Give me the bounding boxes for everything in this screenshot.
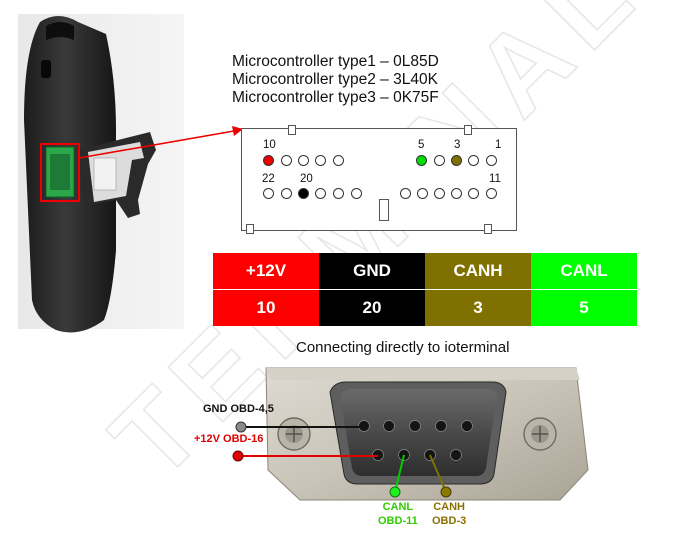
pin-label-11: 11: [489, 173, 501, 185]
wire-12v: [232, 450, 378, 462]
pin: [417, 188, 428, 199]
pin: [298, 155, 309, 166]
pin-22: [263, 188, 274, 199]
pin-label-10: 10: [263, 139, 276, 151]
label-canh-title: CANH: [433, 501, 465, 513]
pin: [434, 188, 445, 199]
pin: [486, 155, 497, 166]
pin: [434, 155, 445, 166]
wire-canl: [389, 454, 405, 498]
value-canl: 5: [531, 289, 637, 326]
label-canh-pin: OBD-3: [432, 515, 467, 527]
value-gnd: 20: [319, 289, 425, 326]
connector-tab-top-right: [464, 125, 472, 135]
label-canl-title: CANL: [382, 501, 414, 513]
pin-label-3: 3: [454, 139, 461, 151]
label-gnd: GND OBD-4,5: [203, 403, 274, 415]
pin-20: [298, 188, 309, 199]
label-canl-pin: OBD-11: [378, 515, 418, 527]
pin-5: [416, 155, 427, 166]
connector-tab-bottom-left: [246, 224, 254, 234]
header-canh: CANH: [425, 253, 531, 290]
pin-3: [451, 155, 462, 166]
pin: [281, 155, 292, 166]
pin-label-5: 5: [418, 139, 425, 151]
pointer-arrow: [78, 126, 243, 159]
connector-key: [379, 199, 389, 221]
mirror-photo: [18, 14, 184, 333]
pin-assignment-table: +12V GND CANH CANL 10 20 3 5: [213, 253, 637, 326]
label-12v: +12V OBD-16: [194, 433, 264, 445]
pin-11: [486, 188, 497, 199]
pin: [281, 188, 292, 199]
pin: [333, 155, 344, 166]
pin: [468, 188, 479, 199]
header-12v: +12V: [213, 253, 319, 290]
table-header-row: +12V GND CANH CANL: [213, 253, 637, 290]
wire-gnd: [235, 421, 364, 433]
pin: [451, 188, 462, 199]
pin: [333, 188, 344, 199]
caption: Connecting directly to ioterminal: [296, 339, 510, 356]
pin-label-22: 22: [262, 173, 275, 185]
microcontroller-type1: Microcontroller type1 – 0L85D: [232, 53, 439, 70]
pin: [468, 155, 479, 166]
value-canh: 3: [425, 289, 531, 326]
pin-label-1: 1: [495, 139, 502, 151]
microcontroller-list: Microcontroller type1 – 0L85D Microcontr…: [232, 53, 439, 107]
connector-tab-top-left: [288, 125, 296, 135]
pin: [400, 188, 411, 199]
table-value-row: 10 20 3 5: [213, 289, 637, 326]
wire-canh: [429, 454, 452, 498]
pin-label-20: 20: [300, 173, 313, 185]
connector-pinout: 10 5 3 1 22 20 11: [241, 125, 517, 234]
pin: [351, 188, 362, 199]
value-12v: 10: [213, 289, 319, 326]
pin: [315, 155, 326, 166]
pin: [315, 188, 326, 199]
microcontroller-type2: Microcontroller type2 – 3L40K: [232, 71, 438, 88]
pin-10: [263, 155, 274, 166]
label-canl: CANL OBD-11: [378, 500, 418, 528]
microcontroller-type3: Microcontroller type3 – 0K75F: [232, 89, 439, 106]
header-canl: CANL: [531, 253, 637, 290]
header-gnd: GND: [319, 253, 425, 290]
label-canh: CANH OBD-3: [432, 500, 466, 528]
connector-tab-bottom-right: [484, 224, 492, 234]
db9-connector-photo: [265, 367, 589, 501]
